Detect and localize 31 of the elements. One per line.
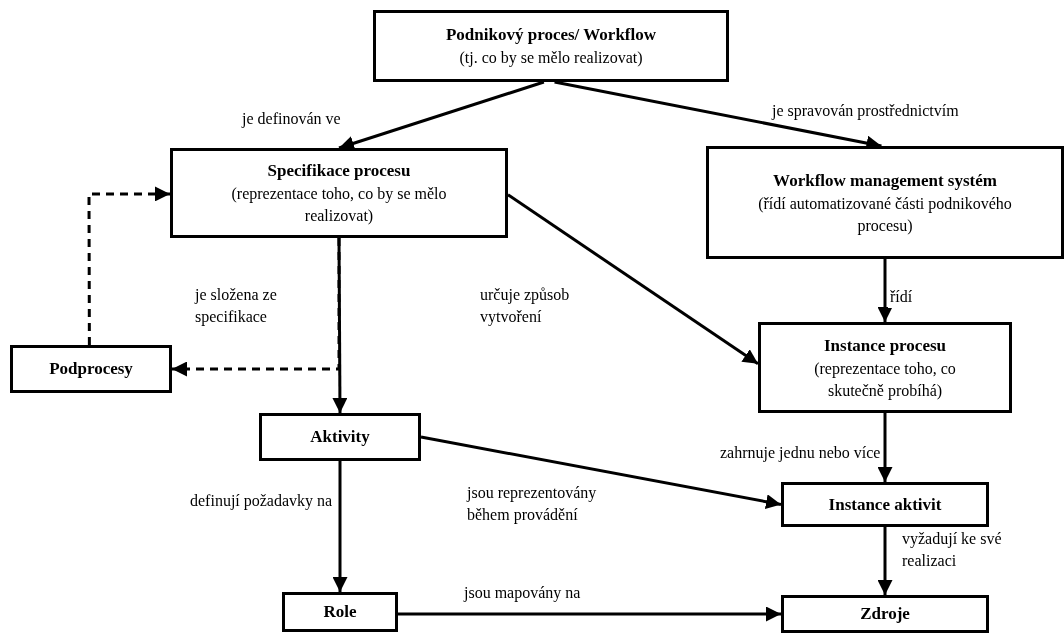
box-title: Instance procesu: [824, 334, 946, 357]
arrow: [332, 461, 348, 592]
box-description: (řídí automatizované části podnikového procesu): [757, 193, 1013, 237]
box-title: Aktivity: [310, 426, 370, 448]
arrow: [507, 193, 759, 366]
box-description: (reprezentace toho, co skutečně probíhá): [813, 358, 957, 402]
dashed-arrow: [87, 186, 170, 345]
concept-box: [781, 595, 989, 633]
concept-box: [706, 146, 1064, 259]
box-title: Zdroje: [860, 603, 910, 625]
arrow: [877, 413, 893, 482]
concept-box: [282, 592, 398, 632]
box-description: (reprezentace toho, co by se mělo realizovat): [230, 184, 448, 227]
box-title: Instance aktivit: [828, 493, 942, 516]
arrow: [398, 606, 781, 622]
arrow: [877, 259, 893, 322]
box-title: Podnikový proces/ Workflow: [446, 24, 656, 46]
box-title: Role: [323, 601, 357, 623]
dashed-arrow: [172, 238, 341, 377]
box-description: (tj. co by se mělo realizovat): [459, 48, 643, 69]
arrow: [877, 527, 893, 595]
box-title: Specifikace procesu: [267, 160, 411, 182]
concept-box: [259, 413, 421, 461]
concept-box: [781, 482, 989, 527]
box-title: Podprocesy: [49, 358, 133, 380]
concept-box: [10, 345, 172, 393]
concept-box: [170, 148, 508, 238]
arrow: [420, 435, 782, 510]
concept-box: [373, 10, 729, 82]
box-title: Workflow management systém: [773, 169, 997, 192]
concept-box: [758, 322, 1012, 413]
